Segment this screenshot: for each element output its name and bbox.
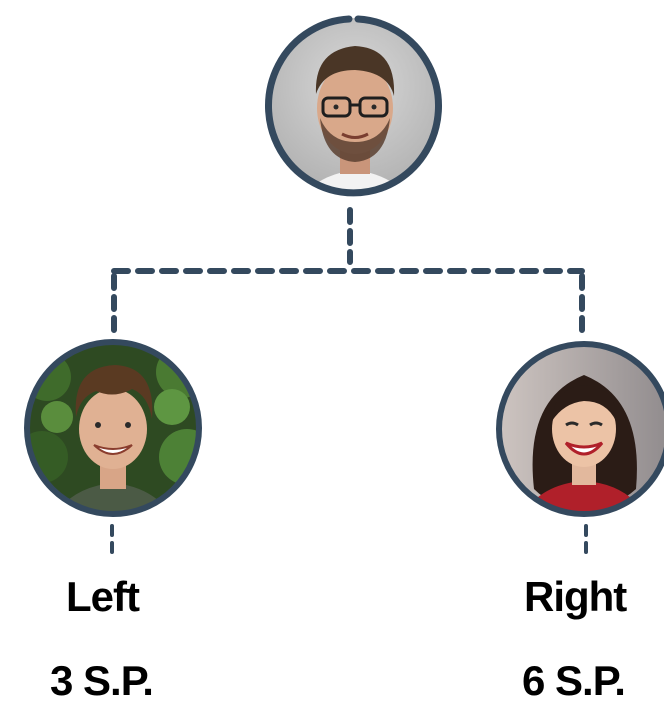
right-node-avatar [494, 339, 664, 519]
right-node-name: Right [524, 573, 627, 620]
left-node-name: Left [66, 573, 140, 620]
person-avatar-young-man-icon [24, 339, 202, 517]
right-node-score: 6 S.P. [522, 657, 626, 704]
left-node-score: 3 S.P. [50, 657, 154, 704]
person-avatar-smiling-woman-icon [496, 341, 664, 517]
left-node-avatar [22, 337, 204, 519]
root-node-avatar [262, 10, 448, 200]
person-avatar-man-glasses-icon [265, 15, 442, 197]
